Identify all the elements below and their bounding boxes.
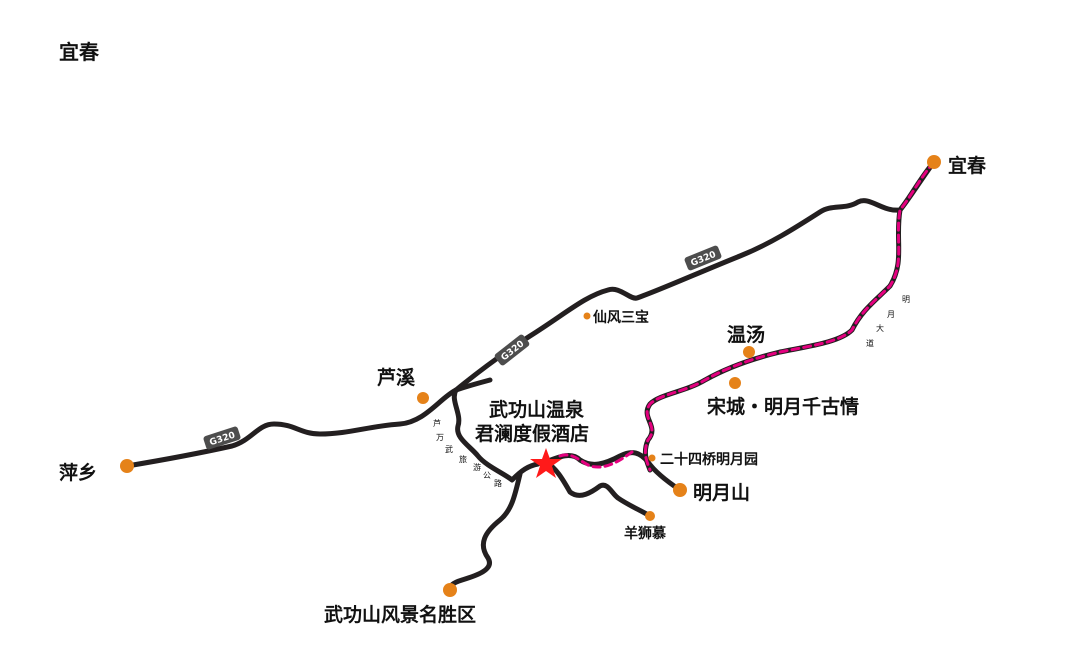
g320-shield: G320	[494, 334, 530, 366]
road-mingyue-avenue-scenic	[643, 160, 936, 472]
road-hotel-east-scenic	[558, 450, 634, 469]
road-to-wugongshan-scenic	[447, 471, 523, 593]
dot-icon[interactable]	[120, 459, 134, 473]
label-xianfeng-sanbao: 仙风三宝	[593, 309, 649, 326]
label-ershisi-qiao: 二十四桥明月园	[660, 451, 758, 468]
label-hotel-line1: 武功山温泉	[489, 398, 585, 421]
dot-icon[interactable]	[729, 377, 741, 389]
label-wugongshan-scenic: 武功山风景名胜区	[324, 603, 476, 626]
label-luwu-road-char: 芦	[433, 418, 441, 428]
label-luwu-road-char: 万	[436, 433, 444, 442]
label-pingxiang: 萍乡	[59, 461, 97, 484]
dot-icon[interactable]	[443, 583, 457, 597]
label-mingyueshan: 明月山	[693, 482, 750, 504]
page-title: 宜春	[59, 40, 99, 64]
dot-icon[interactable]	[673, 483, 687, 497]
road-to-yangshimu	[543, 459, 653, 519]
dot-icon[interactable]	[743, 346, 755, 358]
label-hotel-line2: 君澜度假酒店	[475, 422, 589, 445]
dot-icon[interactable]	[417, 392, 429, 404]
dot-icon[interactable]	[648, 454, 656, 462]
dot-icon[interactable]	[927, 155, 941, 169]
label-luwu-road-char: 武	[445, 444, 453, 454]
label-songcheng: 宋城・明月千古情	[706, 395, 859, 418]
label-mingyue-avenue-char: 明	[902, 295, 910, 304]
label-luwu-road-char: 路	[494, 478, 502, 488]
label-luwu-road-char: 公	[483, 471, 491, 480]
label-mingyue-avenue-char: 道	[866, 338, 874, 348]
label-yangshimu: 羊狮慕	[624, 525, 666, 542]
label-mingyue-avenue-char: 月	[887, 310, 895, 319]
dot-icon[interactable]	[583, 312, 591, 320]
dot-icon[interactable]	[645, 511, 655, 521]
road-branch-luxi-north	[453, 377, 493, 393]
label-yichun: 宜春	[948, 154, 986, 177]
label-luwu-road-char: 旅	[459, 454, 467, 464]
label-luwu-road-char: 游	[473, 462, 481, 472]
label-luxi: 芦溪	[377, 366, 416, 389]
road-g320	[124, 159, 937, 469]
label-wentang: 温汤	[727, 323, 765, 346]
star-icon[interactable]	[530, 448, 562, 478]
label-mingyue-avenue-char: 大	[876, 323, 884, 333]
